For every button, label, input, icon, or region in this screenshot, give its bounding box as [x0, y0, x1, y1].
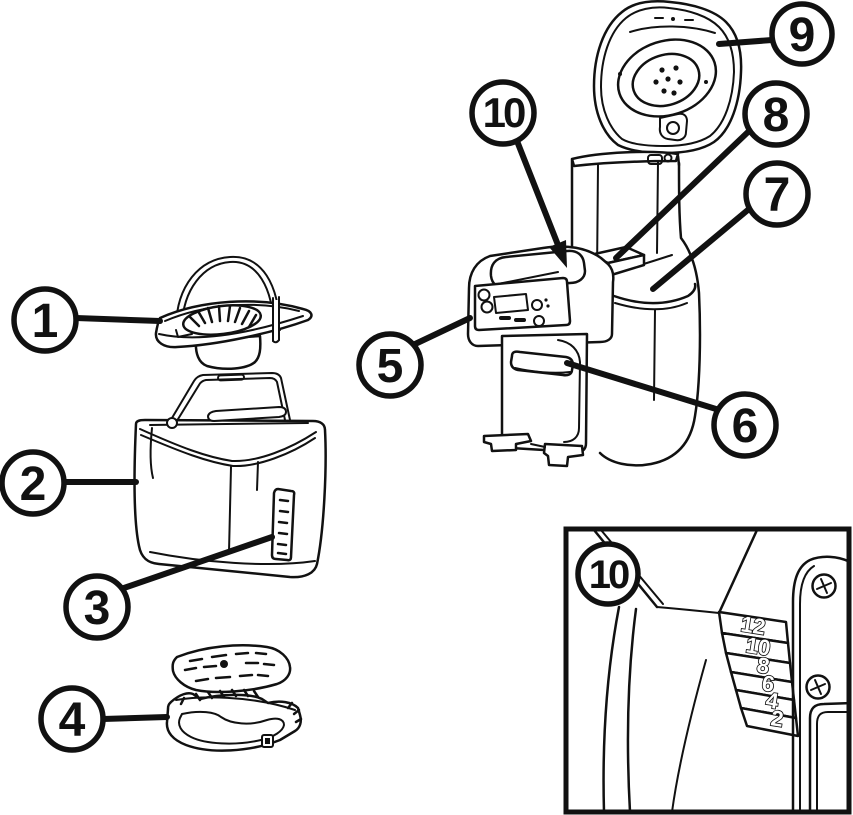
- inset-panel-corner: [808, 701, 849, 812]
- water-level-gauge: [270, 487, 296, 562]
- panel-button-pill: [514, 318, 526, 322]
- callout-3: 3: [63, 573, 131, 641]
- latch-pin: [663, 153, 673, 163]
- callout-6-line: [564, 360, 719, 412]
- callout-1: 1: [11, 286, 79, 354]
- callout-7: 7: [743, 160, 811, 228]
- water-reservoir: [133, 372, 327, 579]
- lid-latch: [647, 154, 663, 165]
- inset-callout-10: 10: [575, 541, 641, 607]
- drip-tray-grate: [171, 644, 292, 694]
- feet: [482, 432, 585, 468]
- showerhead-holes: [653, 65, 683, 96]
- grate-slots: [183, 651, 276, 683]
- svg-text:10: 10: [483, 89, 525, 136]
- callout-8: 8: [742, 80, 810, 148]
- water-level-mark: 6: [760, 670, 776, 697]
- panel-button: [533, 315, 545, 327]
- callout-5-line: [410, 315, 473, 348]
- callout-10-arrow: [514, 138, 567, 268]
- svg-text:10: 10: [589, 553, 629, 597]
- brew-basket-handle: [175, 255, 281, 331]
- callout-9-line: [716, 37, 775, 47]
- svg-text:7: 7: [764, 169, 791, 222]
- svg-text:4: 4: [59, 694, 86, 747]
- left-foot: [482, 432, 533, 453]
- inset-pillar: [791, 555, 849, 812]
- handle-recess: [509, 350, 575, 377]
- water-level-mark: 2: [769, 705, 785, 732]
- svg-text:8: 8: [763, 89, 790, 142]
- screw-icon: [805, 674, 831, 700]
- callout-4-line: [100, 714, 170, 722]
- leader-lines: [61, 37, 775, 722]
- callouts: 1 2 3 4 5 6 7 8: [0, 1, 835, 753]
- water-level-mark: 12: [739, 611, 767, 640]
- brew-basket: [154, 255, 313, 371]
- grate-drain-hole: [220, 660, 228, 668]
- basket-fins: [188, 304, 258, 329]
- callout-8-line: [613, 129, 751, 261]
- kettle-body: [598, 161, 702, 467]
- inset-box: 12 10 8 6 4 2: [563, 526, 852, 815]
- lid: [592, 0, 743, 155]
- main-unit: [466, 0, 743, 468]
- callout-7-line: [650, 206, 752, 292]
- svg-text:3: 3: [84, 582, 111, 635]
- svg-text:9: 9: [789, 9, 816, 62]
- panel-button-pill: [499, 316, 511, 320]
- callout-4: 4: [38, 685, 106, 753]
- svg-text:1: 1: [32, 295, 59, 348]
- lid-tab-hole: [666, 121, 680, 135]
- reservoir-handle-rest: [207, 406, 287, 422]
- water-level-mark: 4: [764, 687, 781, 714]
- callout-9: 9: [769, 1, 835, 67]
- basket-handle-front-leg: [272, 296, 280, 344]
- callout-1-line: [73, 315, 163, 324]
- reservoir-rim-arc: [612, 282, 697, 305]
- screw-icon: [811, 573, 837, 599]
- water-level-mark: 8: [755, 652, 771, 679]
- callout-3-line: [118, 534, 275, 592]
- panel-button: [480, 300, 494, 314]
- water-level-mark: 10: [744, 632, 772, 661]
- lid-vent-marks: [654, 17, 694, 21]
- drip-tray: [165, 644, 303, 752]
- callout-6: 6: [711, 391, 779, 459]
- svg-text:5: 5: [377, 340, 404, 393]
- control-panel: [473, 276, 572, 332]
- reservoir-handle: [166, 372, 291, 429]
- display: [493, 293, 529, 314]
- tray-rim-hatching: [179, 688, 303, 724]
- drip-tray-base: [165, 688, 303, 752]
- basket-opening: [182, 304, 262, 336]
- control-housing: [466, 245, 615, 348]
- tray-latch-slot: [265, 738, 270, 744]
- panel-button: [477, 288, 491, 302]
- panel-button: [531, 299, 543, 311]
- svg-text:2: 2: [20, 458, 47, 511]
- right-foot: [542, 442, 585, 468]
- callout-2: 2: [0, 449, 67, 517]
- gauge-tick-marks: [276, 498, 290, 556]
- callout-5: 5: [356, 331, 424, 399]
- svg-text:6: 6: [732, 400, 759, 453]
- callout-10: 10: [469, 79, 537, 147]
